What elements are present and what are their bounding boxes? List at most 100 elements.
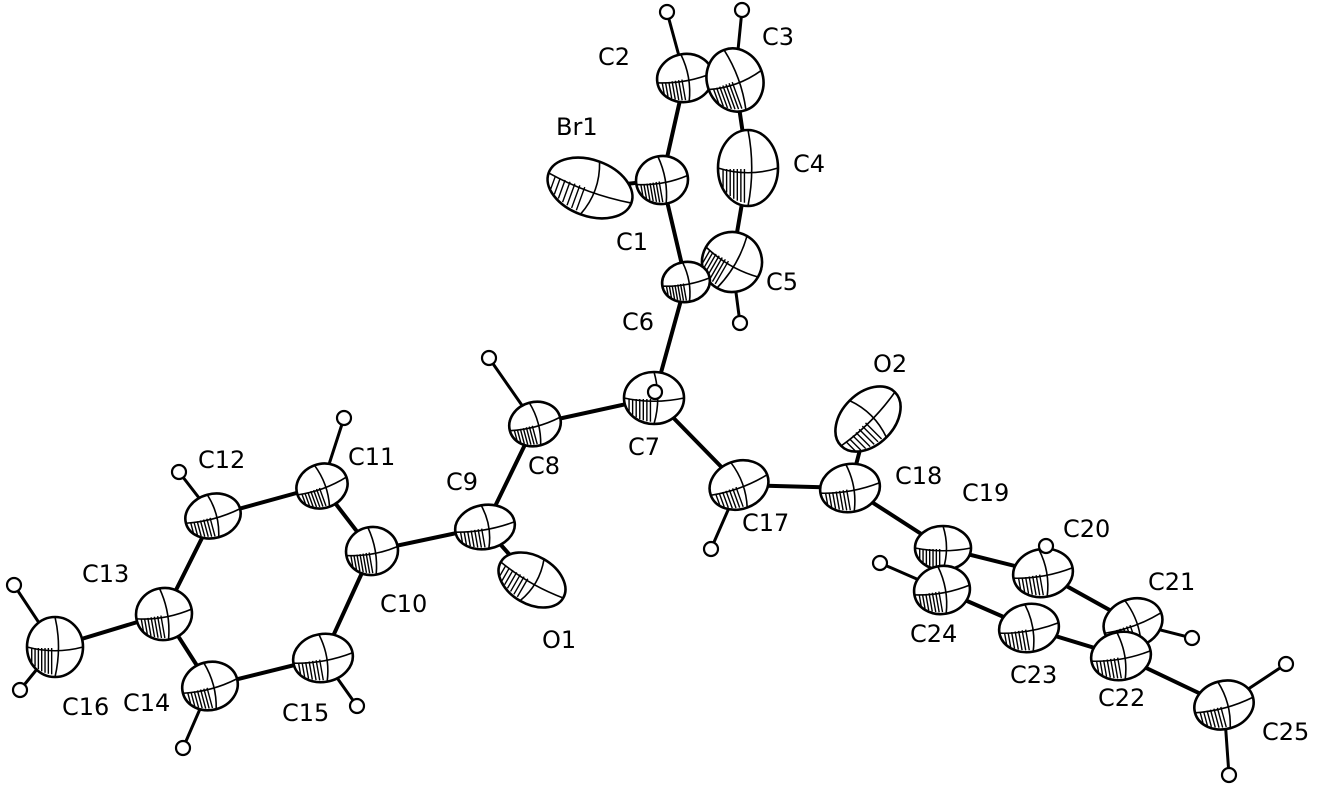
hatch-line bbox=[677, 80, 683, 101]
hatch-line bbox=[858, 428, 875, 445]
hatch-line bbox=[140, 618, 145, 632]
atom-label-c6: C6 bbox=[622, 308, 654, 336]
principal-ellipse-b bbox=[579, 161, 601, 215]
atom-label-c15: C15 bbox=[282, 699, 329, 727]
octant-hatching bbox=[31, 648, 53, 675]
hatch-line bbox=[206, 518, 213, 537]
hatch-line bbox=[671, 285, 676, 300]
hatch-line bbox=[1014, 631, 1020, 650]
atom-ellipsoid-c11 bbox=[295, 462, 349, 510]
principal-ellipse-b bbox=[681, 261, 691, 302]
principal-ellipse-b bbox=[730, 461, 749, 508]
hatch-line bbox=[477, 529, 483, 548]
atom-label-c4: C4 bbox=[793, 150, 825, 178]
hydrogen-atom-4 bbox=[480, 349, 498, 367]
hatch-line bbox=[1031, 575, 1037, 596]
hatch-line bbox=[203, 688, 210, 709]
atom-c23 bbox=[997, 602, 1061, 654]
hatch-line bbox=[1106, 659, 1112, 678]
hatch-line bbox=[315, 660, 321, 681]
hydrogen-atom-5 bbox=[335, 409, 353, 427]
principal-ellipse-a bbox=[710, 474, 768, 497]
hatch-line bbox=[1038, 574, 1044, 596]
principal-ellipse-b bbox=[716, 235, 748, 289]
hatch-line bbox=[199, 689, 207, 709]
hatch-line bbox=[719, 86, 729, 109]
principal-ellipse-b bbox=[313, 464, 331, 507]
hatch-line bbox=[865, 422, 883, 440]
hatch-line bbox=[835, 491, 841, 510]
atom-label-c20: C20 bbox=[1063, 515, 1110, 543]
hatch-line bbox=[1216, 707, 1224, 728]
principal-ellipse-a bbox=[662, 277, 710, 288]
atom-label-c14: C14 bbox=[123, 689, 170, 717]
hatch-line bbox=[712, 88, 720, 104]
octant-hatching bbox=[190, 517, 216, 538]
hatch-line bbox=[1021, 630, 1027, 651]
octant-hatching bbox=[661, 79, 687, 101]
hydrogen-atom-10 bbox=[348, 697, 366, 715]
hatch-line bbox=[715, 494, 721, 506]
atom-label-c7: C7 bbox=[628, 433, 660, 461]
hydrogen-atom-1 bbox=[733, 1, 751, 19]
principal-ellipse-b bbox=[528, 402, 542, 446]
atom-label-c12: C12 bbox=[198, 446, 245, 474]
hatch-line bbox=[918, 594, 922, 607]
principal-ellipse-a bbox=[914, 584, 970, 596]
hydrogen-atom-16 bbox=[1220, 766, 1238, 784]
hatch-line bbox=[658, 181, 664, 203]
hatch-line bbox=[668, 285, 673, 298]
octant-hatching bbox=[350, 552, 374, 574]
hatch-line bbox=[702, 250, 711, 264]
hydrogen-atom-14 bbox=[871, 554, 889, 572]
hatch-line bbox=[671, 81, 676, 100]
hatch-line bbox=[503, 569, 514, 586]
hatch-line bbox=[721, 491, 729, 509]
atom-label-c25: C25 bbox=[1262, 718, 1309, 746]
principal-ellipse-b bbox=[849, 399, 888, 438]
atom-ellipsoid-o2 bbox=[834, 385, 902, 453]
hatch-line bbox=[550, 176, 556, 190]
hatch-line bbox=[674, 284, 679, 301]
hatch-line bbox=[190, 522, 195, 534]
principal-ellipse-b bbox=[367, 527, 378, 575]
hydrogen-atom-6 bbox=[170, 463, 188, 481]
atom-ellipsoid-c3 bbox=[705, 47, 765, 113]
hatch-line bbox=[516, 578, 529, 598]
hatch-line bbox=[190, 691, 196, 707]
hatch-line bbox=[845, 489, 851, 511]
hatch-line bbox=[1003, 633, 1008, 645]
octant-hatching bbox=[297, 659, 324, 681]
principal-ellipse-b bbox=[680, 54, 691, 102]
octant-hatching bbox=[459, 528, 486, 548]
principal-ellipse-b bbox=[318, 633, 329, 682]
principal-ellipse-a bbox=[999, 622, 1059, 635]
hatch-line bbox=[1202, 711, 1209, 726]
hatch-line bbox=[513, 576, 525, 595]
atom-c8 bbox=[507, 400, 563, 448]
principal-ellipse-a bbox=[182, 678, 238, 695]
principal-ellipse-b bbox=[519, 559, 545, 602]
hatch-line bbox=[1099, 660, 1104, 676]
hydrogen-atom-15 bbox=[1277, 655, 1295, 673]
hatch-line bbox=[359, 554, 364, 573]
atom-c1 bbox=[634, 154, 690, 206]
atom-c12 bbox=[184, 492, 242, 540]
hatch-line bbox=[362, 553, 368, 574]
principal-ellipse-a bbox=[623, 397, 685, 403]
hatch-line bbox=[553, 177, 561, 195]
principal-ellipse-a bbox=[297, 476, 347, 496]
hatch-line bbox=[852, 435, 867, 450]
octant-hatching bbox=[824, 489, 851, 511]
atom-label-c11: C11 bbox=[348, 443, 395, 471]
hatch-line bbox=[706, 255, 720, 277]
octant-hatching bbox=[715, 486, 744, 509]
atom-label-c16: C16 bbox=[62, 693, 109, 721]
hatch-line bbox=[297, 663, 302, 675]
hatch-line bbox=[682, 283, 688, 301]
hatch-line bbox=[1213, 708, 1220, 728]
hatch-line bbox=[668, 81, 673, 99]
atom-c10 bbox=[344, 525, 400, 577]
hatch-line bbox=[655, 181, 661, 203]
atom-label-c3: C3 bbox=[762, 23, 794, 51]
